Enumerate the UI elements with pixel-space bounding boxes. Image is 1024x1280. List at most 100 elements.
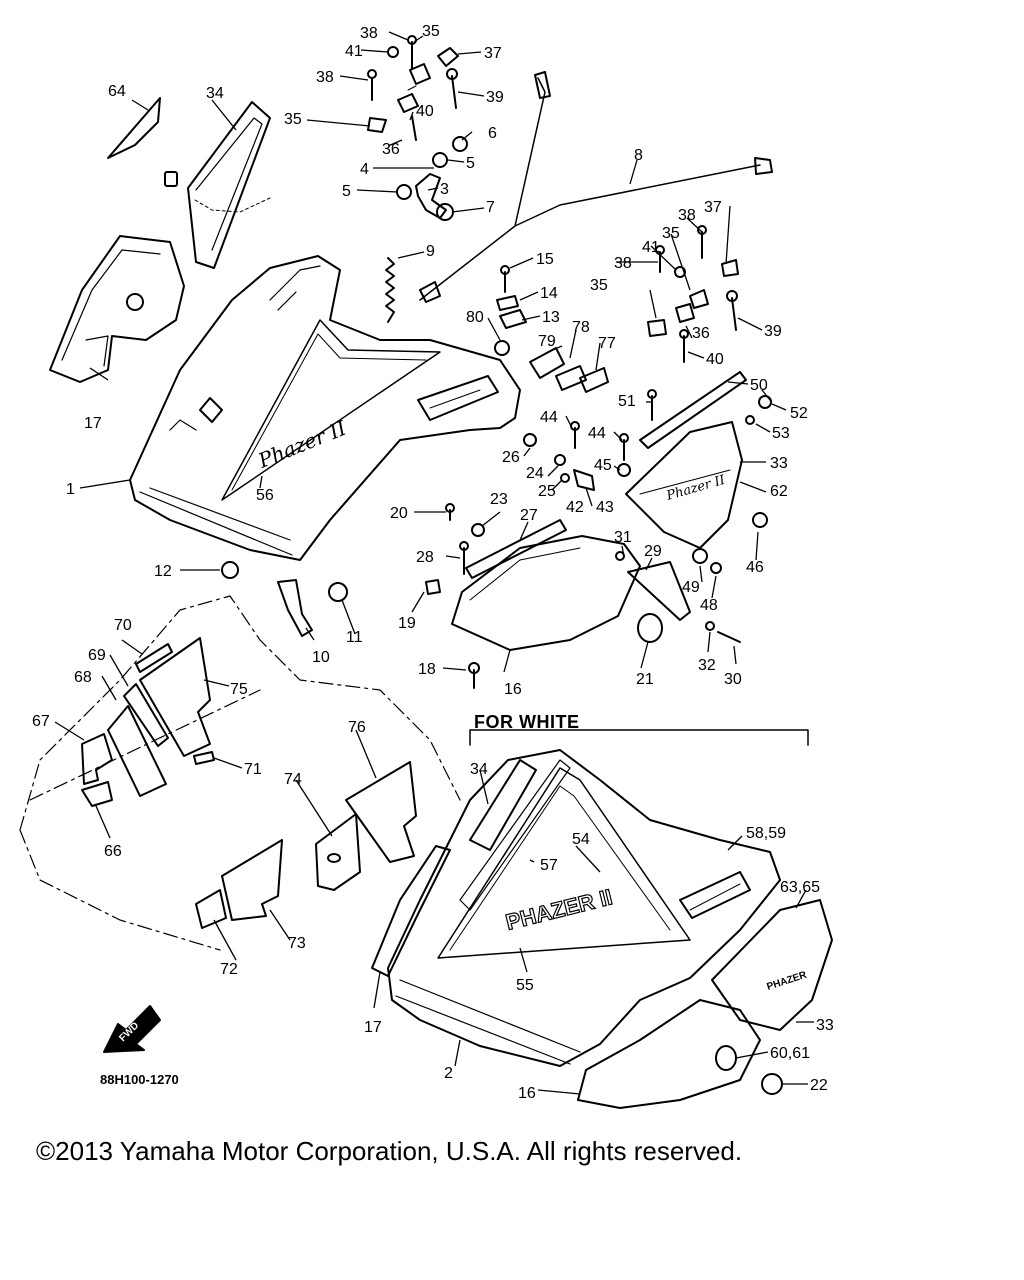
- callout-label: 67: [32, 713, 50, 730]
- callout-label: 35: [590, 277, 608, 294]
- callout-label: 28: [416, 549, 434, 566]
- callout-label: 6: [488, 125, 497, 142]
- callout-label: 56: [256, 487, 274, 504]
- callout-label: 27: [520, 507, 538, 524]
- part-16-belly-pan: [451, 535, 641, 651]
- callout-label: 36: [382, 141, 400, 158]
- callout-label: 38: [360, 25, 378, 42]
- callout-label: 4: [360, 161, 369, 178]
- decal-66: [81, 781, 113, 807]
- callout-label: 52: [790, 405, 808, 422]
- callout-label: 77: [598, 335, 616, 352]
- callout-label: 18: [418, 661, 436, 678]
- callout-label: 39: [486, 89, 504, 106]
- decal-outline: [19, 595, 461, 831]
- parts-diagram: Phazer II PHAZER II Phazer II PHAZER FWD…: [19, 23, 834, 1109]
- callout-label: 8: [634, 147, 643, 164]
- callout-labels: 38 35 41 37 38 39 64 34 35 40 36 6 5 4 5…: [32, 23, 834, 1102]
- callout-label: 78: [572, 319, 590, 336]
- hood-v-stripe: [221, 319, 441, 501]
- callout-label: 42: [566, 499, 584, 516]
- decal-72: [195, 889, 227, 929]
- callout-label: 25: [538, 483, 556, 500]
- callout-label: 19: [398, 615, 416, 632]
- part-50-rail: [639, 371, 747, 449]
- callout-label: 29: [644, 543, 662, 560]
- callout-label: 23: [490, 491, 508, 508]
- decal-76: [345, 761, 417, 863]
- callout-label: 5: [342, 183, 351, 200]
- callout-label: 34: [206, 85, 224, 102]
- callout-label: 41: [642, 239, 660, 256]
- part-33-side-panel: [625, 421, 743, 549]
- callout-label: 38: [316, 69, 334, 86]
- callout-label: 35: [662, 225, 680, 242]
- callout-label: 36: [692, 325, 710, 342]
- callout-label: 44: [540, 409, 558, 426]
- callout-label: 44: [588, 425, 606, 442]
- callout-label: 75: [230, 681, 248, 698]
- callout-label: 2: [444, 1065, 453, 1082]
- part-64-bracket: [107, 97, 161, 159]
- callout-label: 22: [810, 1077, 828, 1094]
- callout-label: 71: [244, 761, 262, 778]
- callout-label: 70: [114, 617, 132, 634]
- callout-label: 33: [770, 455, 788, 472]
- callout-label: 17: [84, 415, 102, 432]
- callout-label: 7: [486, 199, 495, 216]
- decal-73: [221, 839, 283, 921]
- part-2-white-hood: [387, 749, 781, 1067]
- callout-label: 79: [538, 333, 556, 350]
- callout-label: 55: [516, 977, 534, 994]
- callout-label: 14: [540, 285, 558, 302]
- callout-label: 38: [614, 255, 632, 272]
- callout-label: 64: [108, 83, 126, 100]
- part-16-white-belly: [577, 999, 761, 1109]
- part-9-spring: [385, 257, 395, 323]
- callout-label: 43: [596, 499, 614, 516]
- callout-label: 31: [614, 529, 632, 546]
- callout-label: 35: [422, 23, 440, 40]
- callout-label: 3: [440, 181, 449, 198]
- callout-label: 73: [288, 935, 306, 952]
- callout-label: 5: [466, 155, 475, 172]
- callout-label: 62: [770, 483, 788, 500]
- callout-label: 53: [772, 425, 790, 442]
- callout-label: 40: [416, 103, 434, 120]
- decal-71: [193, 751, 215, 765]
- for-white-heading: FOR WHITE: [474, 712, 580, 732]
- callout-label: 20: [390, 505, 408, 522]
- white-side-panel-logo: PHAZER: [766, 969, 809, 992]
- callout-label: 50: [750, 377, 768, 394]
- callout-label: 34: [470, 761, 488, 778]
- callout-label: 39: [764, 323, 782, 340]
- callout-label: 63,65: [780, 879, 820, 896]
- part-8-cable: [419, 77, 546, 301]
- callout-label: 33: [816, 1017, 834, 1034]
- callout-label: 37: [484, 45, 502, 62]
- callout-label: 16: [504, 681, 522, 698]
- part-27-strip: [465, 519, 567, 579]
- part-10-bracket: [277, 579, 313, 637]
- callout-label: 51: [618, 393, 636, 410]
- callout-label: 58,59: [746, 825, 786, 842]
- callout-label: 74: [284, 771, 302, 788]
- part-1-hood: [129, 255, 521, 561]
- callout-label: 13: [542, 309, 560, 326]
- callout-label: 37: [704, 199, 722, 216]
- callout-label: 46: [746, 559, 764, 576]
- part-47-clip: [164, 171, 178, 187]
- callout-label: 57: [540, 857, 558, 874]
- decal-68: [107, 705, 167, 797]
- white-v-stripe: [437, 767, 691, 959]
- part-17-inner-panel: [49, 235, 185, 383]
- callout-label: 60,61: [770, 1045, 810, 1062]
- callout-label: 76: [348, 719, 366, 736]
- white-cowling-logo: PHAZER II: [503, 884, 615, 935]
- callout-label: 17: [364, 1019, 382, 1036]
- decal-69: [123, 683, 169, 747]
- forward-arrow-icon: [103, 1005, 161, 1053]
- decal-67: [81, 733, 113, 785]
- part-57-white-trim: [459, 759, 571, 911]
- callout-label: 15: [536, 251, 554, 268]
